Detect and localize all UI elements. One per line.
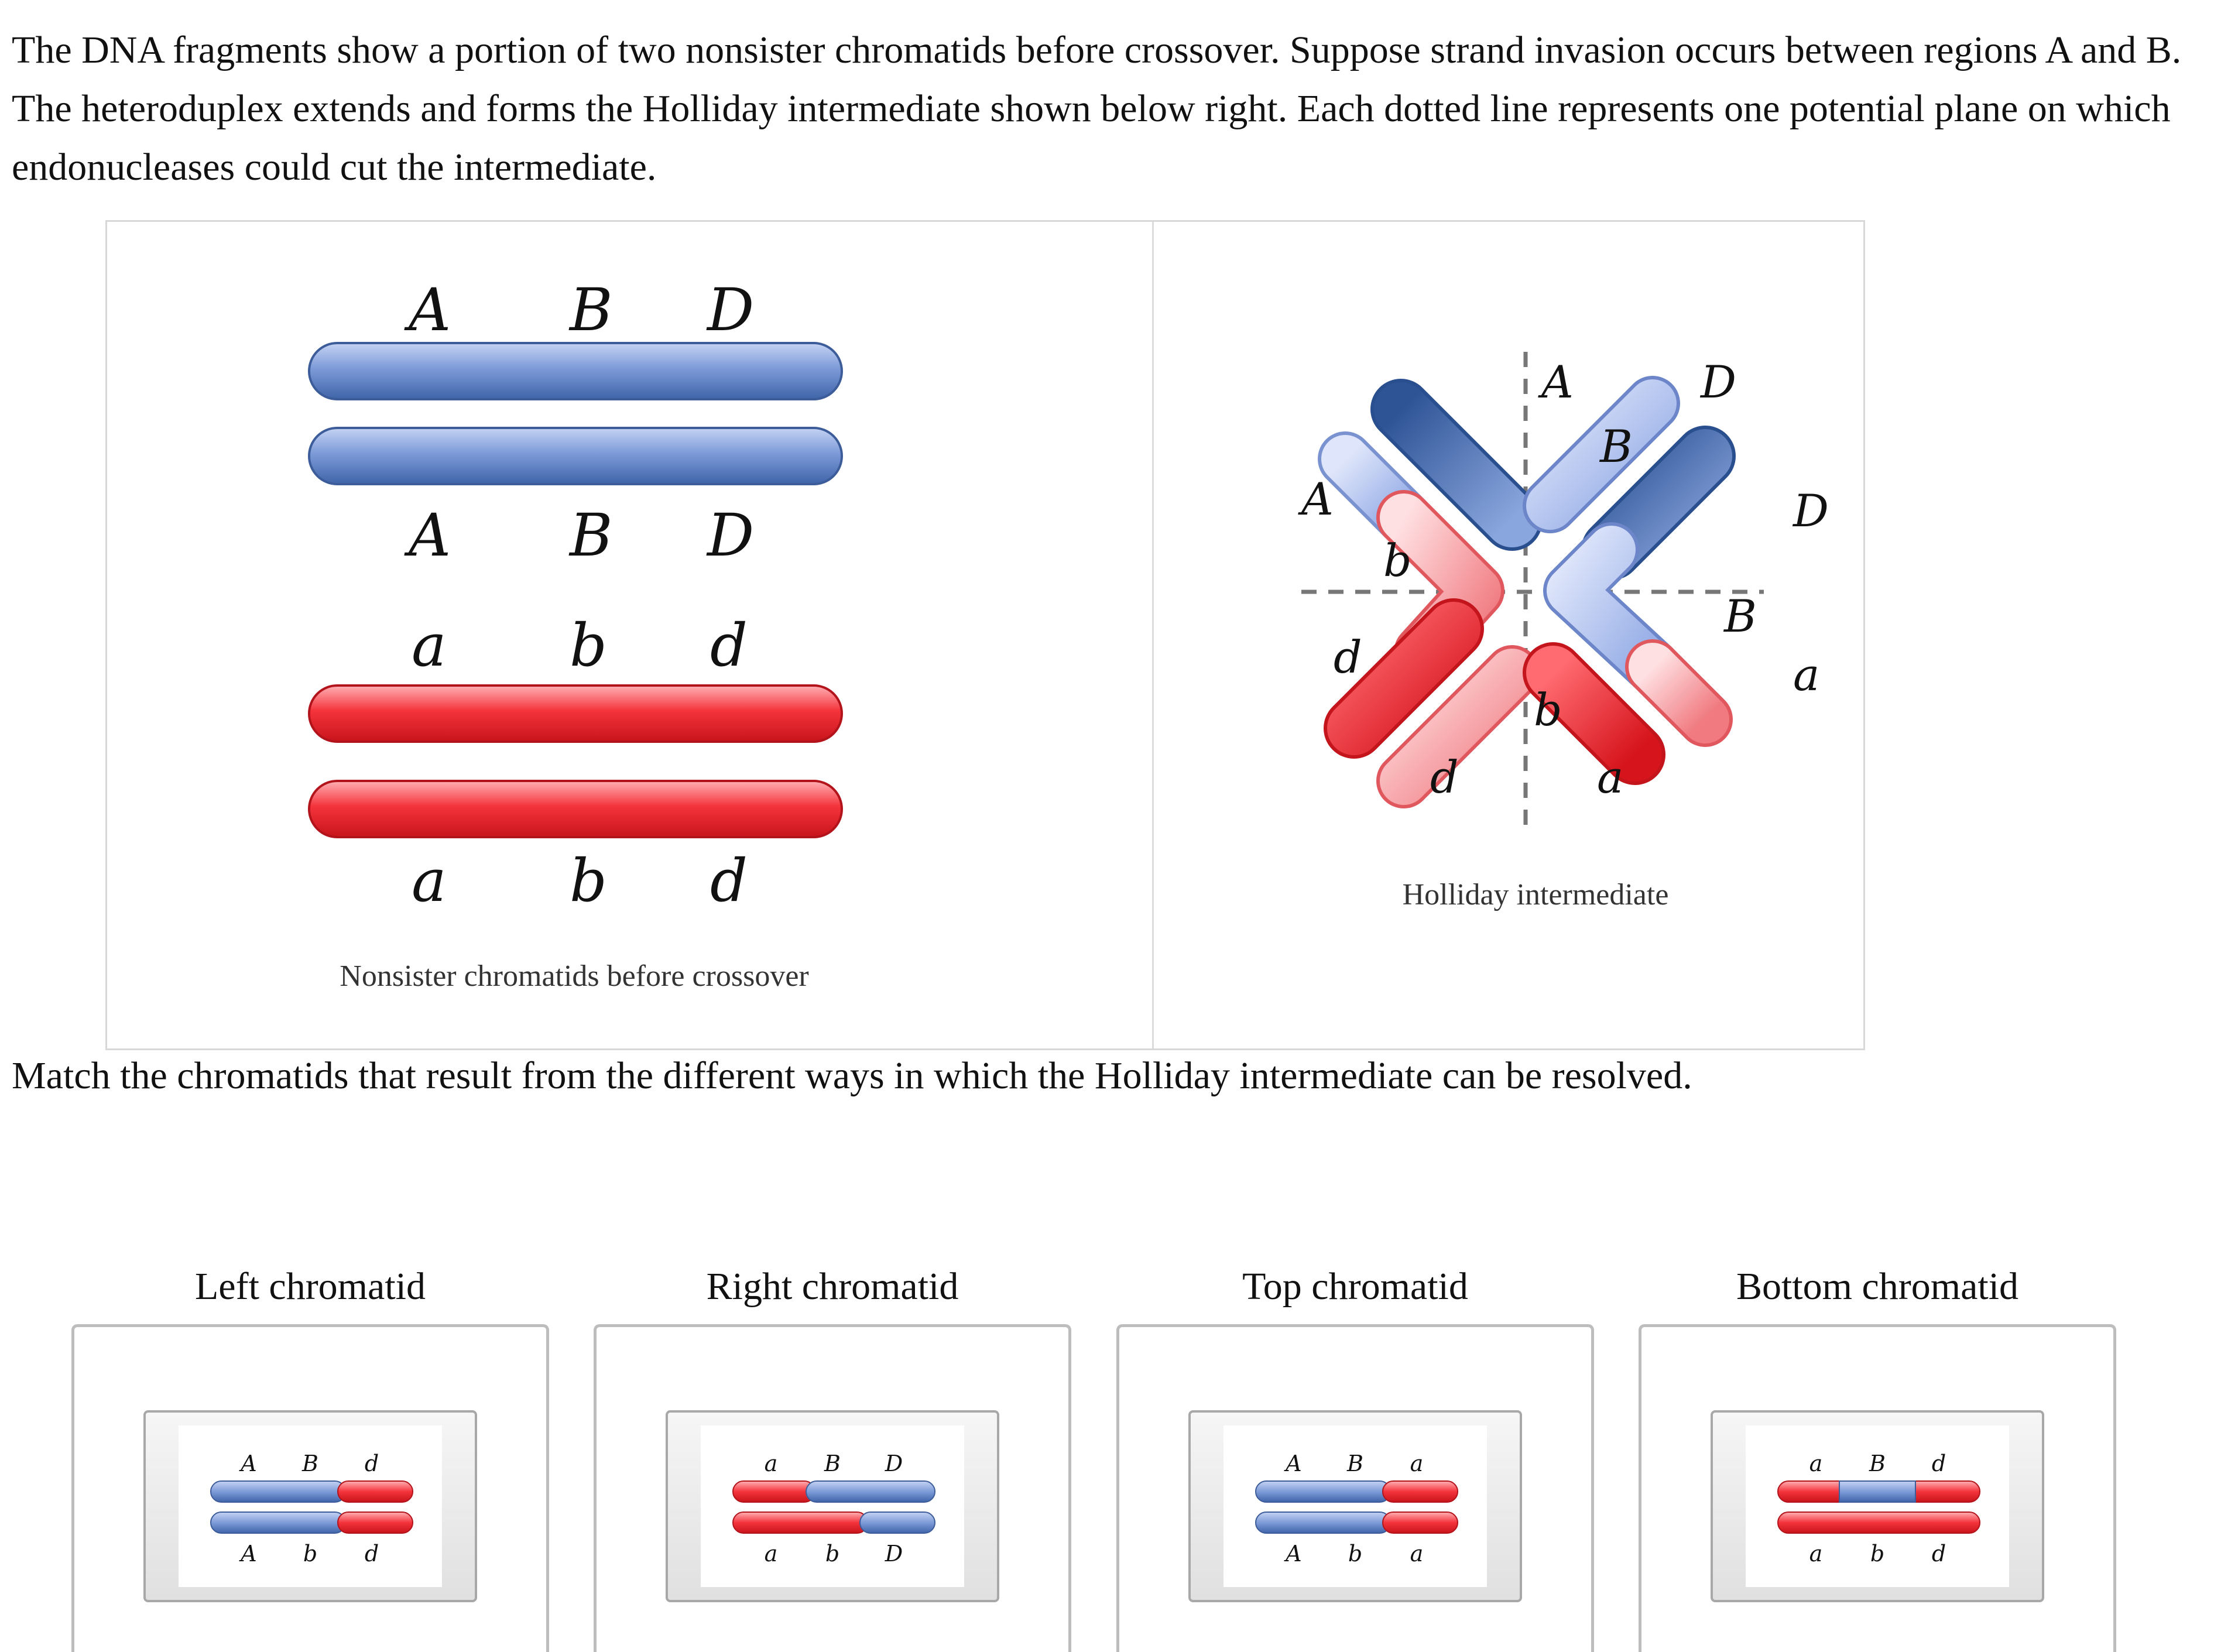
red-top-label-a: a: [412, 611, 447, 680]
arm-upper-left-outer: [1374, 382, 1539, 547]
svg-text:A: A: [1284, 1541, 1301, 1567]
holliday-label-B-right: B: [1723, 590, 1757, 642]
figure-divider: [1152, 222, 1154, 1048]
figure-panel: A B D A B D a b d a b d Nonsister chroma…: [105, 220, 1865, 1050]
question-intro-text: The DNA fragments show a portion of two …: [12, 29, 2182, 188]
svg-text:B: B: [301, 1451, 318, 1476]
chromatid-card-aBD[interactable]: a B D a b D: [666, 1410, 999, 1602]
blue-bottom-label-b: B: [568, 501, 613, 570]
holliday-label-a-right: a: [1793, 649, 1819, 701]
holliday-intermediate: A D B A b D B d a b d a: [1298, 352, 1829, 832]
svg-text:d: d: [1932, 1451, 1946, 1476]
blue-bottom-label-a: A: [404, 501, 451, 570]
bottom-chromatid-dropzone[interactable]: a B d a b d: [1639, 1324, 2116, 1652]
svg-text:a: a: [765, 1451, 778, 1476]
red-chromatid-1: [308, 684, 843, 743]
svg-text:d: d: [365, 1451, 379, 1476]
svg-text:d: d: [365, 1541, 379, 1567]
svg-text:b: b: [825, 1541, 839, 1567]
match-prompt: Match the chromatids that result from th…: [12, 1054, 1692, 1097]
arm-lower-left-inner: [1380, 649, 1536, 805]
left-chromatid-title: Left chromatid: [194, 1265, 426, 1308]
svg-text:d: d: [1932, 1541, 1946, 1567]
top-chromatid-title: Top chromatid: [1242, 1265, 1468, 1308]
arm-upper-right-inner: [1526, 379, 1677, 530]
card-graphic: a B d a b d: [1777, 1451, 1980, 1567]
svg-text:D: D: [885, 1541, 903, 1567]
svg-text:A: A: [239, 1451, 256, 1476]
red-bottom-label-a: a: [412, 846, 447, 915]
blue-bottom-label-d: D: [706, 501, 754, 570]
red-top-label-b: b: [570, 611, 607, 680]
svg-text:D: D: [885, 1451, 903, 1476]
holliday-label-A-left: A: [1298, 473, 1334, 525]
blue-top-label-b: B: [568, 276, 613, 344]
blue-top-label-d: D: [706, 276, 754, 344]
left-chromatid-dropzone[interactable]: A B d A b d: [71, 1324, 549, 1652]
svg-text:b: b: [1870, 1541, 1884, 1567]
arm-right-inner-pink: [1629, 643, 1729, 743]
svg-text:a: a: [1410, 1541, 1424, 1567]
arm-lower-left-outer: [1327, 602, 1480, 755]
figure-svg: A B D A B D a b d a b d Nonsister chroma…: [308, 276, 1829, 993]
red-bottom-label-b: b: [570, 846, 607, 915]
card-graphic: A B d A b d: [210, 1451, 413, 1567]
svg-text:a: a: [765, 1541, 778, 1567]
red-top-label-d: d: [710, 611, 748, 680]
svg-text:a: a: [1809, 1541, 1823, 1567]
holliday-label-A-top: A: [1538, 356, 1574, 408]
holliday-label-a-bottom: a: [1597, 751, 1623, 803]
svg-text:B: B: [1346, 1451, 1363, 1476]
holliday-label-d-bottom: d: [1430, 751, 1459, 803]
arm-lower-right-outer: [1526, 646, 1662, 782]
holliday-label-b-center: b: [1534, 684, 1562, 736]
svg-text:b: b: [1348, 1541, 1362, 1567]
svg-text:B: B: [824, 1451, 841, 1476]
left-figure-caption: Nonsister chromatids before crossover: [340, 959, 808, 993]
red-bottom-label-d: d: [710, 846, 748, 915]
right-chromatid-dropzone[interactable]: a B D a b D: [594, 1324, 1071, 1652]
blue-chromatid-1: [308, 342, 843, 400]
card-graphic: A B a A b a: [1255, 1451, 1458, 1567]
blue-top-label-a: A: [404, 276, 451, 344]
top-chromatid-dropzone[interactable]: A B a A b a: [1116, 1324, 1594, 1652]
right-figure-caption: Holliday intermediate: [1403, 878, 1669, 911]
chromatid-card-ABd[interactable]: A B d A b d: [143, 1410, 477, 1602]
holliday-label-D-right: D: [1792, 485, 1829, 537]
svg-text:A: A: [239, 1541, 256, 1567]
svg-text:a: a: [1809, 1451, 1823, 1476]
chromatid-card-aBd[interactable]: a B d a b d: [1711, 1410, 2044, 1602]
holliday-label-B-center: B: [1599, 420, 1633, 472]
red-chromatid-2: [308, 780, 843, 838]
svg-text:a: a: [1410, 1451, 1424, 1476]
svg-text:b: b: [303, 1541, 317, 1567]
bottom-chromatid-title: Bottom chromatid: [1736, 1265, 2019, 1308]
svg-text:A: A: [1284, 1451, 1301, 1476]
card-graphic: a B D a b D: [732, 1451, 935, 1567]
holliday-label-D-top: D: [1699, 356, 1736, 408]
blue-chromatid-2: [308, 427, 843, 485]
holliday-label-b-left: b: [1383, 534, 1412, 587]
right-chromatid-title: Right chromatid: [706, 1265, 959, 1308]
arm-right-inner-blue: [1547, 526, 1677, 691]
holliday-label-d-left: d: [1334, 631, 1362, 683]
svg-text:B: B: [1869, 1451, 1886, 1476]
chromatid-card-ABa[interactable]: A B a A b a: [1188, 1410, 1522, 1602]
